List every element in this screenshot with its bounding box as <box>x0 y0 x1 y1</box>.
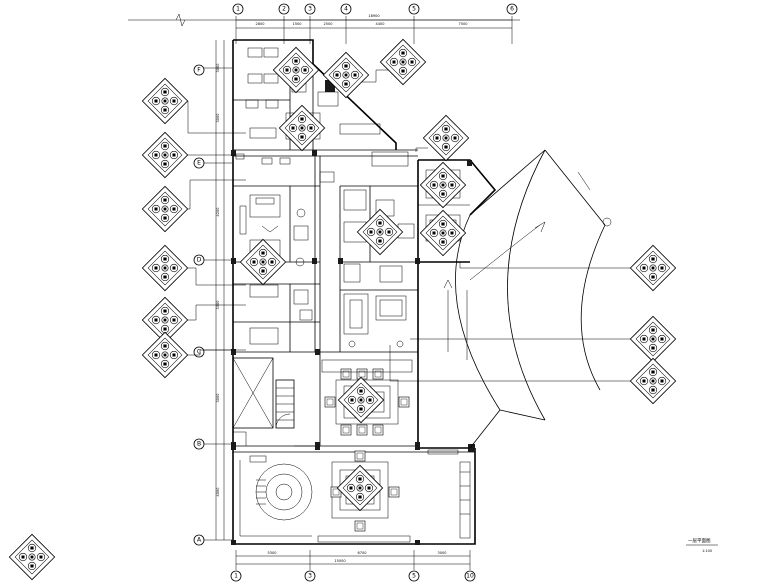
furniture-tag-symbol <box>141 244 189 292</box>
furniture-tag-symbol <box>272 46 320 94</box>
left-room-fixtures <box>239 194 313 345</box>
top-axis-label-3: 3 <box>308 6 312 13</box>
stairwell <box>232 357 315 447</box>
top-room-fixtures <box>235 47 409 183</box>
furniture-tag-symbol <box>629 244 677 292</box>
furniture-tag-symbol <box>141 77 189 125</box>
top-axis-label-6: 6 <box>510 6 514 13</box>
top-dim-seg-5: 7500 <box>459 22 468 26</box>
bottom-axis-bubbles <box>230 570 476 582</box>
left-dim-seg-1: 3000 <box>216 64 220 73</box>
left-axis-label-d: D <box>197 257 202 264</box>
furniture-tag-symbol <box>422 114 470 162</box>
bottom-dim-seg-3: 3000 <box>438 551 447 555</box>
top-dimension-lines <box>128 13 520 44</box>
center-room-fixtures <box>343 189 415 348</box>
furniture-tag-symbol <box>278 104 326 152</box>
top-axis-label-4: 4 <box>344 6 348 13</box>
top-dim-seg-3: 2500 <box>324 22 333 26</box>
top-axis-label-5: 5 <box>412 6 416 13</box>
furniture-tag-symbol <box>336 464 384 512</box>
top-dim-seg-2: 1500 <box>293 22 302 26</box>
top-dim-total: 18900 <box>368 14 379 18</box>
furniture-tag-symbol <box>239 238 287 286</box>
furniture-tag-symbol <box>8 533 56 581</box>
bottom-axis-label-3: 3 <box>308 573 312 580</box>
top-axis-label-1: 1 <box>236 6 240 13</box>
left-dim-seg-6: 4000 <box>216 488 220 497</box>
left-dim-seg-3: 4200 <box>216 208 220 217</box>
furniture-tag-symbol <box>629 357 677 405</box>
bottom-dim-seg-1: 5300 <box>268 551 277 555</box>
top-dim-seg-1: 2800 <box>256 22 265 26</box>
structural-columns <box>231 80 475 545</box>
bottom-axis-label-1: 1 <box>234 573 238 580</box>
top-axis-label-2: 2 <box>282 6 286 13</box>
top-axis-bubbles <box>232 3 518 15</box>
furniture-tag-symbol <box>629 315 677 363</box>
furniture-tag-symbol <box>356 208 404 256</box>
left-axis-bubbles <box>193 64 205 546</box>
bottom-dim-total: 15000 <box>334 559 345 563</box>
drawing-caption: 一层平面图 <box>688 538 711 544</box>
interior-walls <box>233 64 475 453</box>
furniture-tag-symbol <box>141 131 189 179</box>
furniture-tag-symbol <box>141 331 189 379</box>
bottom-axis-label-5: 5 <box>412 573 416 580</box>
left-dim-seg-5: 3000 <box>216 394 220 403</box>
left-axis-label-b: B <box>197 441 201 448</box>
furniture-symbol-tags <box>8 38 677 581</box>
left-axis-label-f: F <box>197 67 201 74</box>
furniture-tag-symbol <box>419 161 467 209</box>
left-axis-label-c: C <box>197 349 201 356</box>
furniture-tag-symbol <box>337 376 385 424</box>
bottom-axis-label-10: 10 <box>466 573 474 580</box>
drawing-scale: 1:100 <box>702 549 712 553</box>
bottom-dimension-lines <box>235 550 471 570</box>
furniture-tag-symbol <box>379 38 427 86</box>
left-axis-label-e: E <box>197 160 201 167</box>
left-axis-label-a: A <box>197 537 202 544</box>
furniture-tag-symbol <box>141 185 189 233</box>
bottom-dim-seg-2: 6700 <box>358 551 367 555</box>
left-dim-seg-2: 3000 <box>216 114 220 123</box>
leader-lines <box>183 69 632 382</box>
top-dim-seg-4: 4400 <box>376 22 385 26</box>
